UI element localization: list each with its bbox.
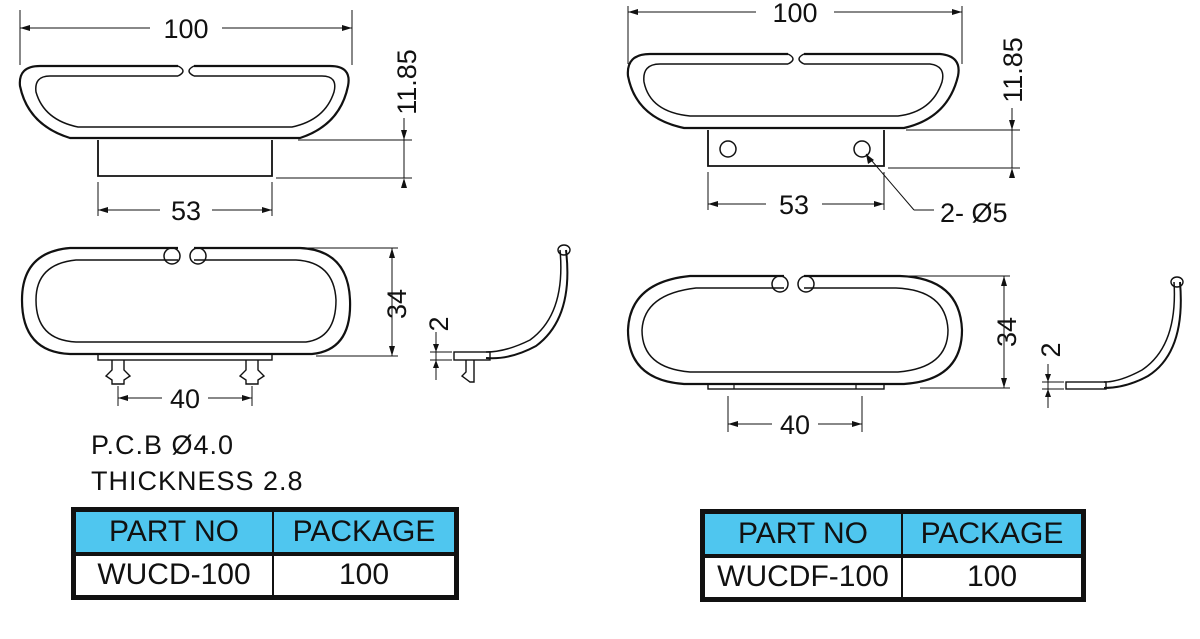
right-base-dim-label: 53 [779, 190, 809, 220]
package-header: PACKAGE [272, 508, 458, 556]
left-height-dim-label: 11.85 [392, 49, 422, 115]
left-side-view: 2 [424, 244, 571, 383]
left-ring-height-dim-label: 34 [382, 289, 412, 319]
right-height-dim-label: 11.85 [998, 37, 1028, 103]
right-width-dim-label: 100 [772, 0, 817, 28]
right-ring-height-dim-label: 34 [992, 317, 1022, 347]
left-thickness-dim-label: 2 [424, 316, 454, 331]
part-no-value: WUCDF-100 [701, 554, 903, 601]
package-value: 100 [272, 552, 458, 599]
part-no-header: PART NO [701, 510, 903, 558]
right-flange-spacing-dim-label: 40 [780, 410, 810, 440]
left-top-view: 100 11.85 53 [18, 10, 422, 226]
right-hole-callout: 2- Ø5 [940, 198, 1008, 228]
package-value: 100 [901, 554, 1085, 601]
right-thickness-dim-label: 2 [1036, 342, 1066, 357]
right-front-view: 34 40 [626, 274, 1022, 440]
right-side-view: 2 [1036, 276, 1184, 408]
part-table-left: PART NO PACKAGE WUCD-100 100 [71, 507, 459, 600]
left-pin-spacing-dim-label: 40 [170, 384, 200, 414]
thickness-note: THICKNESS 2.8 [91, 466, 304, 496]
part-no-value: WUCD-100 [72, 552, 274, 599]
right-top-view: 100 11.85 53 2- Ø5 [626, 0, 1028, 228]
left-front-view: 34 40 [20, 246, 412, 414]
left-width-dim-label: 100 [163, 14, 208, 44]
left-base-dim-label: 53 [171, 196, 201, 226]
part-no-header: PART NO [72, 508, 274, 556]
part-table-right: PART NO PACKAGE WUCDF-100 100 [700, 509, 1086, 602]
package-header: PACKAGE [901, 510, 1085, 558]
pcb-hole-note: P.C.B Ø4.0 [91, 430, 235, 460]
